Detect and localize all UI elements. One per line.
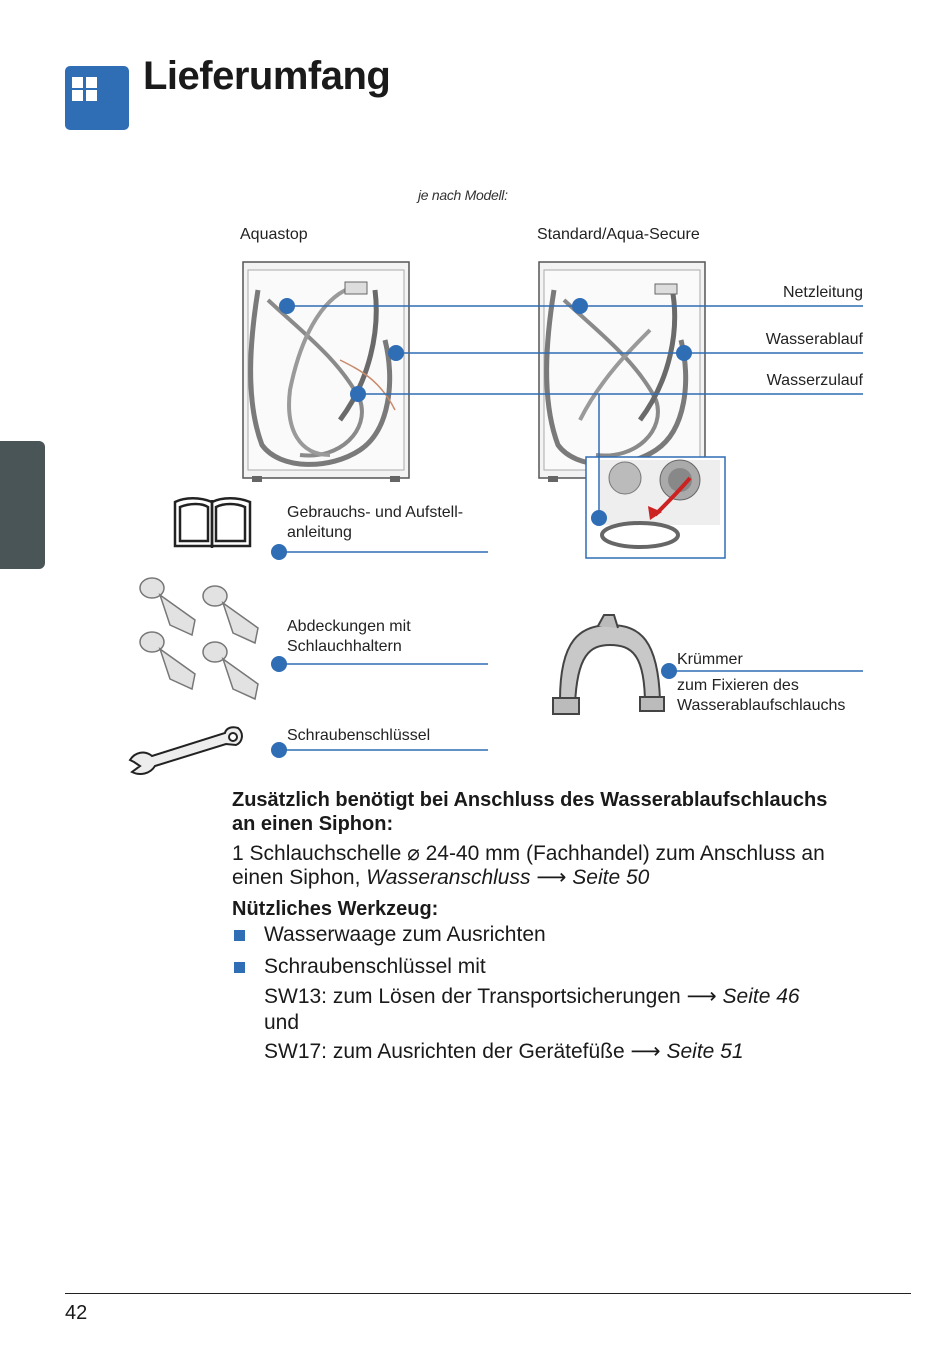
book-icon xyxy=(173,497,252,548)
covers-label-line1: Abdeckungen mit xyxy=(287,618,411,635)
tools-sw17: SW17: zum Ausrichten der Gerätefüße ⟶ Se… xyxy=(264,1040,744,1064)
arrow-icon: ⟶ xyxy=(536,866,567,889)
page-link-46[interactable]: Seite 46 xyxy=(722,985,800,1008)
tools-item-wrench: Schraubenschlüssel mit xyxy=(264,955,486,978)
callout-label-drain-hose: Wasserablauf xyxy=(765,331,863,348)
wrench-icon xyxy=(128,726,243,775)
additional-body: 1 Schlauchschelle ⌀ 24-40 mm (Fachhandel… xyxy=(232,842,922,890)
callout-label-power-cable: Netzleitung xyxy=(782,284,863,301)
page-number: 42 xyxy=(65,1302,88,1324)
chapter-icon xyxy=(65,66,129,130)
bullet-square-icon xyxy=(234,930,245,941)
callout-lines xyxy=(279,305,863,751)
arrow-icon: ⟶ xyxy=(686,985,717,1008)
wrench-label: Schraubenschlüssel xyxy=(287,727,431,744)
washing-machine-standard-illustration xyxy=(538,261,706,482)
sw17-text: SW17: zum Ausrichten der Gerätefüße xyxy=(264,1040,625,1063)
chapter-side-tab xyxy=(0,441,45,569)
washing-machine-aquastop-illustration xyxy=(242,261,410,482)
tools-item-level: Wasserwaage zum Ausrichten xyxy=(264,923,546,946)
machine-label-aquastop: Aquastop xyxy=(240,226,308,243)
covers-label-line2: Schlauchhaltern xyxy=(287,638,402,655)
hose-bend-illustration xyxy=(552,614,665,715)
arrow-icon: ⟶ xyxy=(630,1040,661,1063)
bend-description-line2: Wasserablaufschlauchs xyxy=(677,697,846,714)
machine-label-standard: Standard/Aqua-Secure xyxy=(537,226,700,243)
bullet-square-icon xyxy=(234,962,245,973)
additional-heading-line1: Zusätzlich benötigt bei Anschluss des Wa… xyxy=(232,789,828,811)
delivery-contents-figure xyxy=(128,261,863,775)
page-link-50[interactable]: Seite 50 xyxy=(572,866,650,889)
bend-label: Krümmer xyxy=(677,651,743,668)
additional-body-line1: 1 Schlauchschelle ⌀ 24-40 mm (Fachhandel… xyxy=(232,842,825,865)
additional-body-line2: einen Siphon, Wasseranschluss ⟶ Seite 50 xyxy=(232,866,922,890)
manual-label-line2: anleitung xyxy=(287,524,352,541)
additional-heading: Zusätzlich benötigt bei Anschluss des Wa… xyxy=(232,788,922,836)
bend-description-line1: zum Fixieren des xyxy=(677,677,799,694)
cross-reference-water-connection[interactable]: Wasseranschluss xyxy=(366,866,531,889)
additional-heading-line2: an einen Siphon: xyxy=(232,813,394,835)
tools-heading: Nützliches Werkzeug: xyxy=(232,898,439,920)
tools-sw13: SW13: zum Lösen der Transportsicherungen… xyxy=(264,985,800,1009)
callout-label-inlet-hose: Wasserzulauf xyxy=(766,372,863,389)
footer-rule xyxy=(65,1293,911,1294)
bend-description: zum Fixieren des Wasserablaufschlauchs xyxy=(677,676,845,716)
page-title: Lieferumfang xyxy=(143,54,391,98)
model-note: je nach Modell: xyxy=(418,187,508,203)
hose-cover-caps-illustration xyxy=(139,577,259,701)
covers-label: Abdeckungen mit Schlauchhaltern xyxy=(287,617,411,657)
manual-label: Gebrauchs- und Aufstell- anleitung xyxy=(287,503,463,543)
manual-label-line1: Gebrauchs- und Aufstell- xyxy=(287,504,464,521)
body-line2-prefix: einen Siphon, xyxy=(232,866,361,889)
page-link-51[interactable]: Seite 51 xyxy=(666,1040,744,1063)
inlet-hose-inset-illustration xyxy=(585,456,726,559)
tools-and-word: und xyxy=(264,1011,300,1034)
callout-dots xyxy=(271,298,692,758)
sw13-text: SW13: zum Lösen der Transportsicherungen xyxy=(264,985,681,1008)
